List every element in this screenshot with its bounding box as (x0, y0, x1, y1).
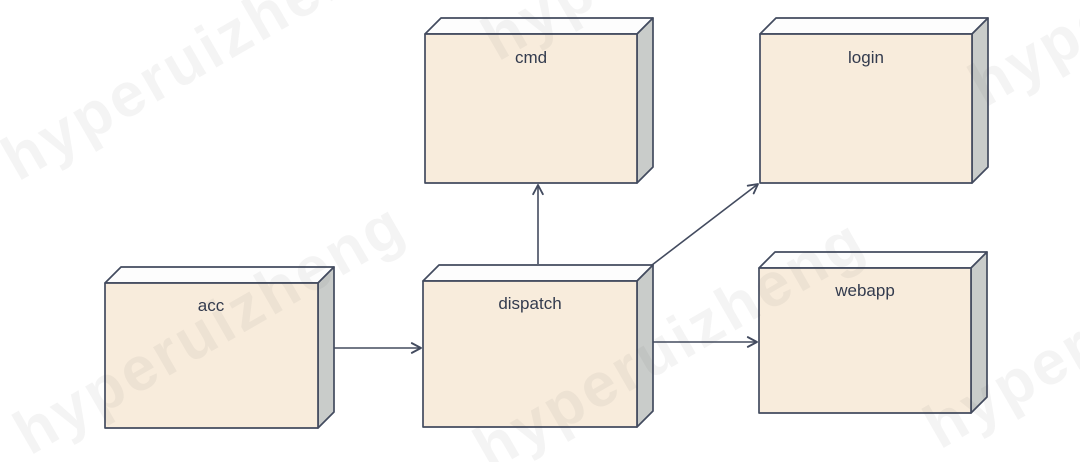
node-dispatch[interactable]: dispatch (422, 264, 654, 428)
edge-dispatch-to-login[interactable] (651, 183, 759, 266)
node-webapp[interactable]: webapp (758, 251, 988, 414)
node-acc-top-face (104, 266, 335, 284)
node-dispatch-side-face (636, 264, 654, 428)
node-webapp-front-face (758, 267, 972, 414)
node-login-front-face (759, 33, 973, 184)
node-dispatch-label: dispatch (498, 294, 561, 313)
node-login-side-face (971, 17, 989, 184)
node-login-top-face (759, 17, 989, 35)
node-cmd-side-face (636, 17, 654, 184)
node-dispatch-top-face (422, 264, 654, 282)
node-cmd-front-face (424, 33, 638, 184)
node-acc-side-face (317, 266, 335, 429)
node-acc-label: acc (198, 296, 225, 315)
node-login-label: login (848, 48, 884, 67)
node-dispatch-front-face (422, 280, 638, 428)
node-acc[interactable]: acc (104, 266, 335, 429)
node-webapp-side-face (970, 251, 988, 414)
node-cmd[interactable]: cmd (424, 17, 654, 184)
node-login[interactable]: login (759, 17, 989, 184)
node-cmd-top-face (424, 17, 654, 35)
watermark-text: hyperuizheng (0, 0, 405, 194)
node-webapp-label: webapp (834, 281, 895, 300)
node-acc-front-face (104, 282, 319, 429)
node-webapp-top-face (758, 251, 988, 269)
node-cmd-label: cmd (515, 48, 547, 67)
